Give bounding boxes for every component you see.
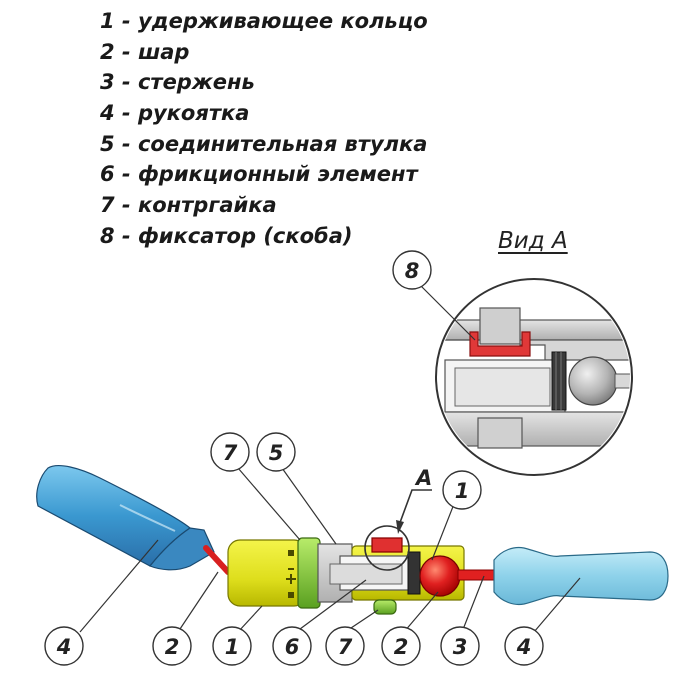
zoom-fixator: [469, 331, 531, 357]
zoom-upper-rail: [438, 319, 630, 341]
legend-item-2: 2 - шар: [100, 39, 190, 64]
legend-item-6: 6 - фрикционный элемент: [100, 162, 418, 187]
zoom-stem: [614, 373, 630, 389]
callout-3: 3: [440, 626, 480, 666]
callout-4-left-label: 4: [56, 635, 72, 659]
callout-2-left-label: 2: [165, 635, 180, 659]
legend-item-3: 3 - стержень: [100, 70, 255, 95]
right-rod-stem: [457, 569, 499, 581]
legend-item-1: 1 - удерживающее кольцо: [100, 9, 428, 33]
callout-3-label: 3: [453, 635, 468, 659]
view-a-zoom: [435, 278, 633, 476]
callout-8: 8: [392, 250, 432, 290]
right-handle: [493, 546, 669, 606]
zoom-lower-body: [438, 411, 630, 447]
left-handle: [36, 465, 215, 571]
callout-4-left: 4: [44, 626, 84, 666]
callout-1-bottom-label: 1: [225, 635, 240, 659]
friction-element: [407, 551, 421, 595]
callout-2-left: 2: [152, 626, 192, 666]
callout-7-bottom: 7: [325, 626, 365, 666]
legend-item-4: 4 - рукоятка: [100, 101, 250, 126]
legend-item-5: 5 - соединительная втулка: [100, 131, 428, 156]
zoom-ball: [568, 356, 618, 406]
zoom-friction-element: [551, 351, 567, 411]
locknut-bottom: [373, 599, 397, 615]
ball: [419, 555, 461, 597]
callout-1-bottom: 1: [212, 626, 252, 666]
legend-item-8: 8 - фиксатор (скоба): [100, 223, 353, 248]
callout-4-right: 4: [504, 626, 544, 666]
callout-6-label: 6: [285, 635, 300, 659]
callout-7-bottom-label: 7: [338, 635, 353, 659]
fixator: [371, 537, 403, 553]
callout-7-top-label: 7: [223, 441, 238, 465]
callout-2-bottom-label: 2: [394, 635, 409, 659]
locknut-left: [297, 537, 321, 609]
view-marker-arrow: [397, 489, 432, 529]
callout-1-top-label: 1: [455, 479, 470, 503]
callout-4-right-label: 4: [516, 635, 532, 659]
legend-item-7: 7 - контргайка: [100, 193, 277, 218]
callout-2-bottom: 2: [381, 626, 421, 666]
view-marker-circle: [364, 525, 410, 571]
callout-8-label: 8: [405, 259, 420, 283]
callout-1-top: 1: [442, 470, 482, 510]
view-marker-label: А: [414, 466, 432, 490]
callout-5-top-label: 5: [269, 441, 284, 465]
holding-ring-left: [227, 539, 307, 607]
ring-markings: [286, 550, 296, 598]
legend-list: 1 - удерживающее кольцо 2 - шар 3 - стер…: [100, 6, 428, 252]
callout-6: 6: [272, 626, 312, 666]
view-a-title: Вид А: [498, 228, 568, 254]
callout-7-top: 7: [210, 432, 250, 472]
left-rod-stem: [203, 545, 231, 575]
zoom-rod: [454, 367, 551, 407]
callout-5-top: 5: [256, 432, 296, 472]
zoom-fixator-block: [479, 307, 521, 345]
leader-lines: [79, 283, 581, 633]
rod-inside: [329, 563, 403, 585]
